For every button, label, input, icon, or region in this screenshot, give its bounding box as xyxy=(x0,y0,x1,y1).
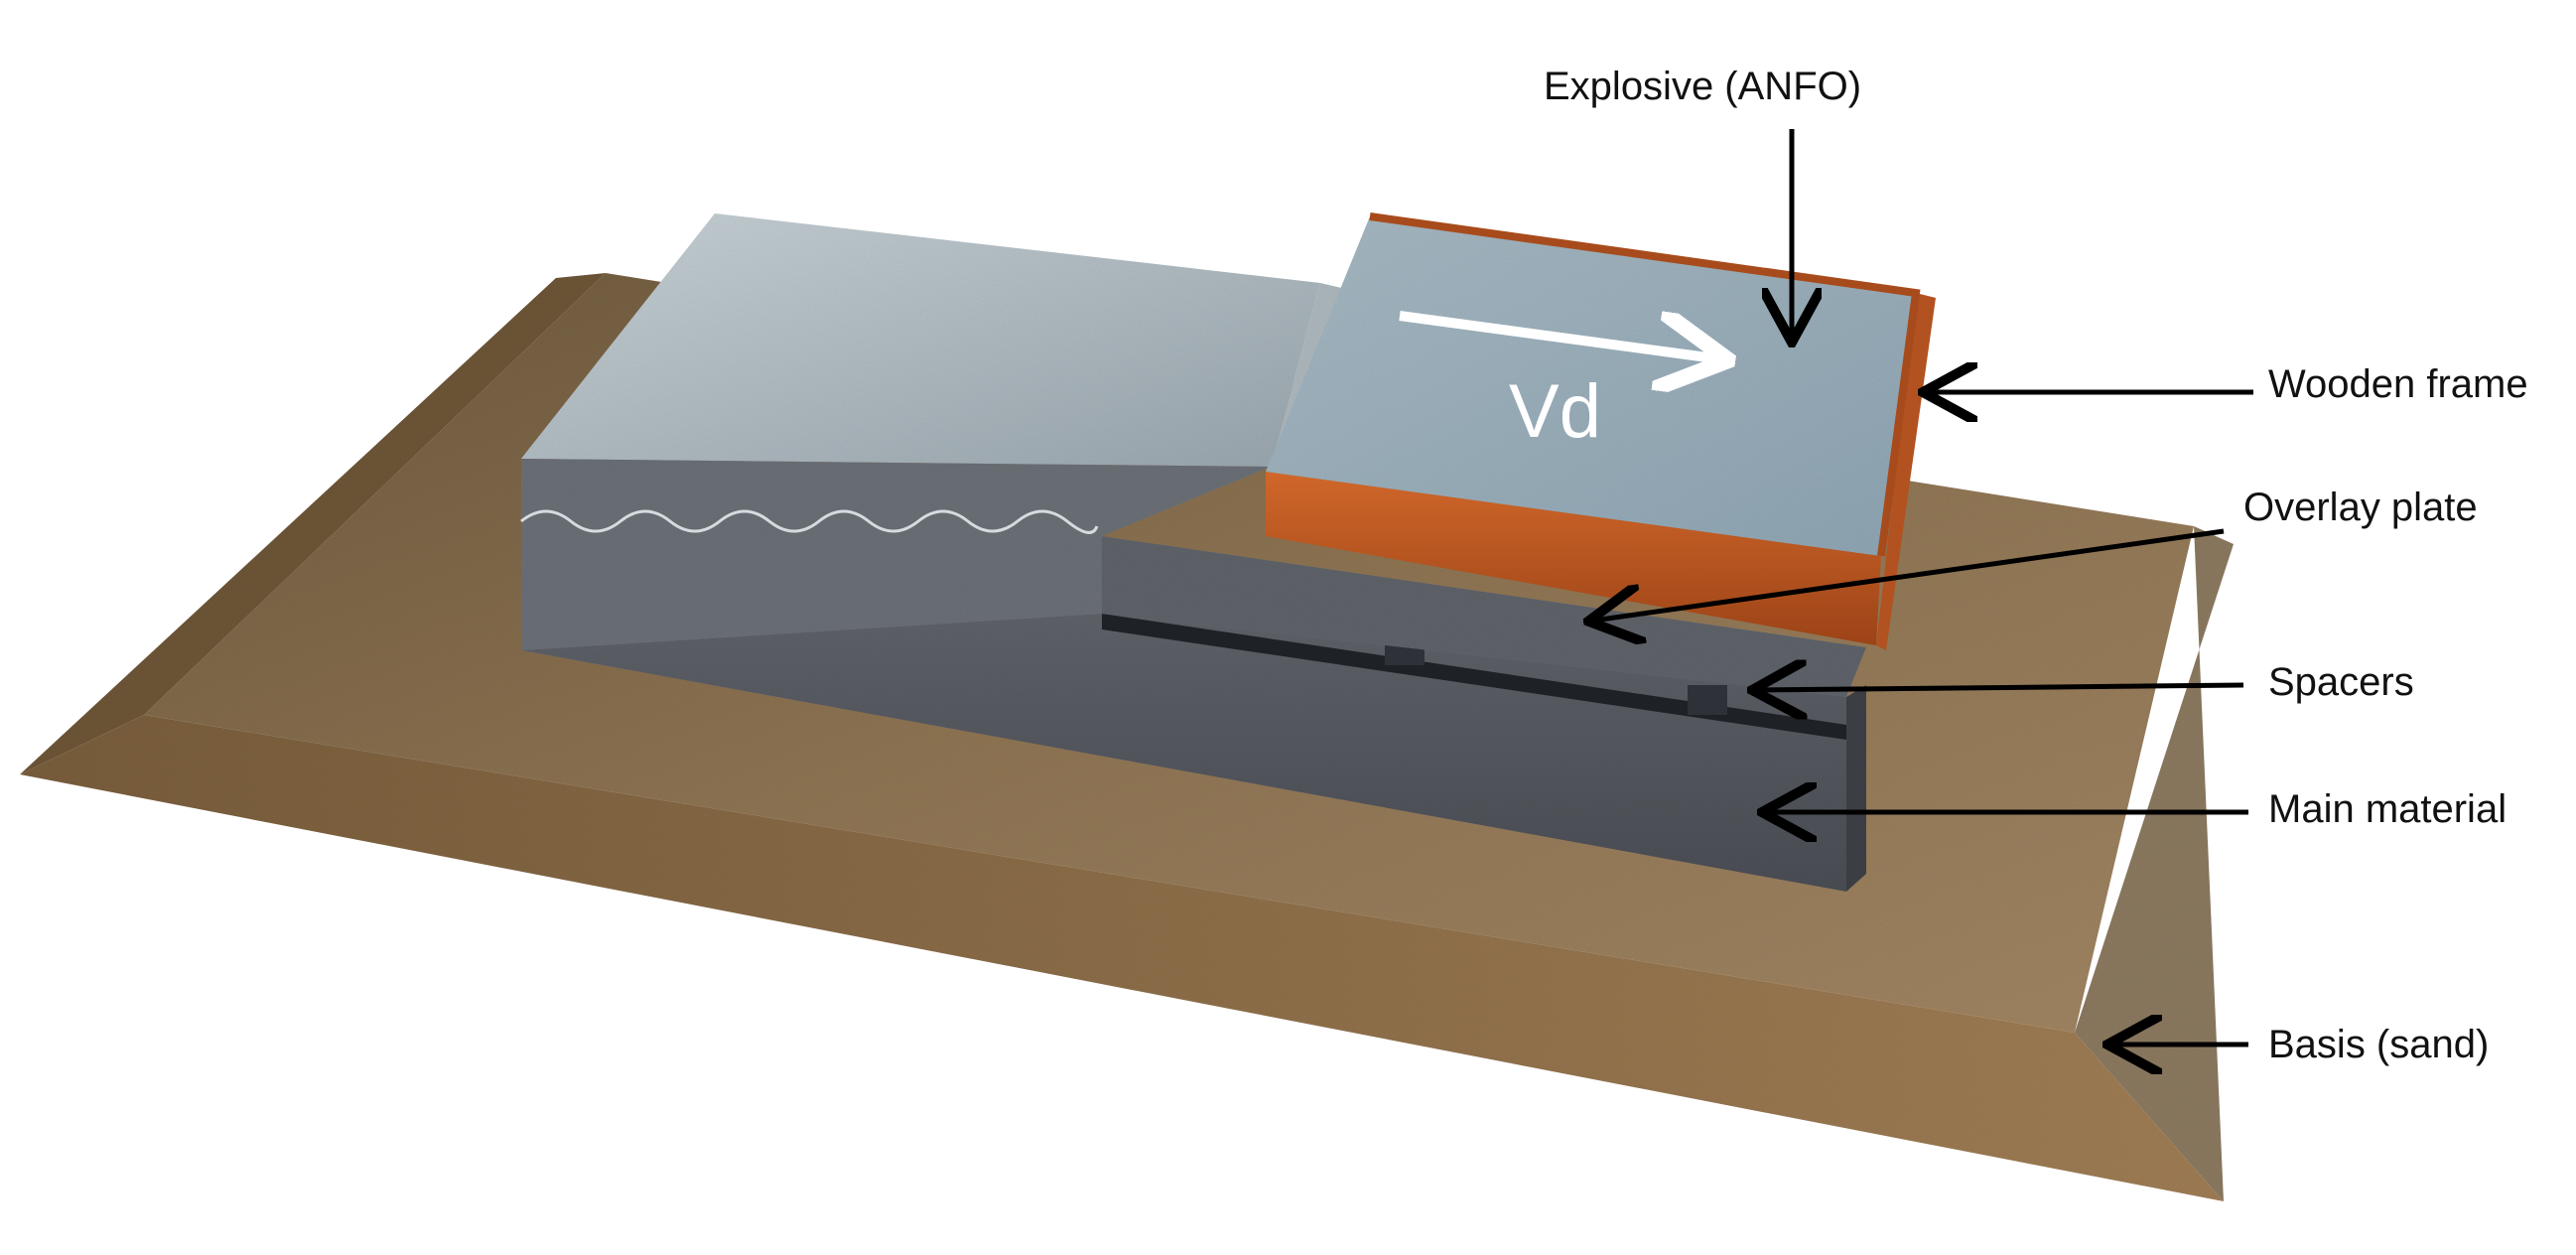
overlay-plate-side-lower xyxy=(1102,536,1866,697)
weld-wave-line xyxy=(520,509,1099,534)
sand-basis-front-bevel xyxy=(20,715,2224,1201)
overlay-plate-top xyxy=(521,213,1320,467)
spacer-block xyxy=(1688,685,1727,715)
detonation-velocity-label: Vd xyxy=(1509,369,1601,454)
main-material-right-face xyxy=(1846,685,1866,892)
explosive-anfo-top xyxy=(1266,216,1916,556)
basis-label: Basis (sand) xyxy=(2268,1023,2489,1066)
spacers-label: Spacers xyxy=(2268,660,2414,704)
spacers-gap xyxy=(1102,614,1846,740)
overlay-plate-label: Overlay plate xyxy=(2243,486,2478,529)
sand-basis-left-bevel xyxy=(20,273,606,774)
overlay-plate-side xyxy=(521,459,1271,650)
wooden-frame-label: Wooden frame xyxy=(2268,362,2528,406)
explosive-label: Explosive (ANFO) xyxy=(1544,65,1861,108)
wooden-frame-rim xyxy=(1369,212,1921,557)
explosive-charge xyxy=(1266,212,1936,650)
spacers-callout-arrow xyxy=(1757,685,2244,690)
overlay-plate-callout-arrow xyxy=(1593,528,2225,621)
detonation-direction-arrow xyxy=(1399,311,1722,359)
main-material-label: Main material xyxy=(2268,787,2507,831)
